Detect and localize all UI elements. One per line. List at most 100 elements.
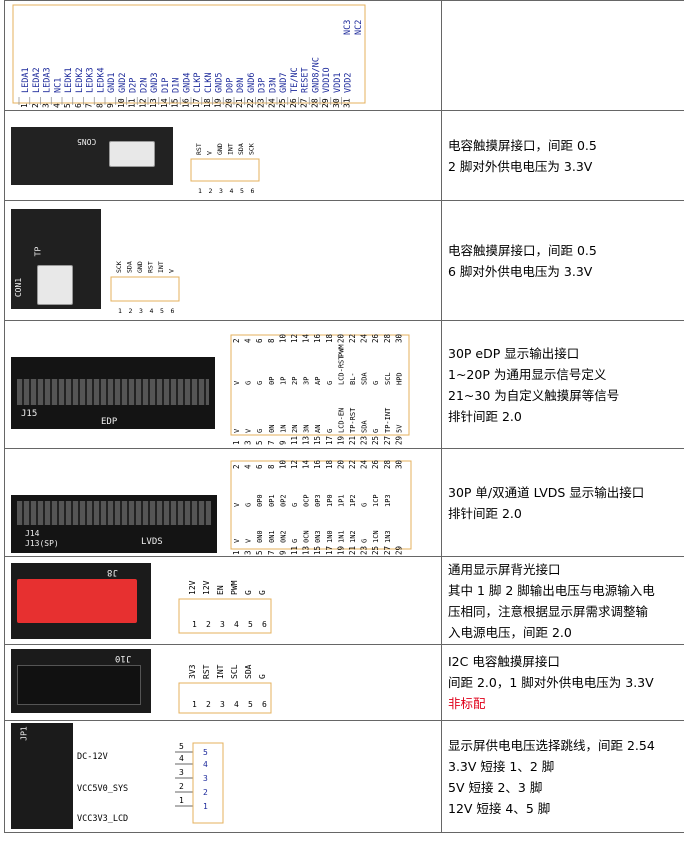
pin-number: 4: [52, 103, 61, 108]
pin-number-blue: 2: [203, 788, 208, 797]
desc-line: 12V 短接 4、5 脚: [448, 800, 551, 816]
pin-label: D2N: [139, 78, 149, 93]
pin-number: 26: [289, 98, 298, 108]
pin-number: 1: [179, 796, 184, 805]
pin-number: 15: [313, 546, 322, 555]
pin-number: 2: [206, 620, 211, 629]
pin-number: 5: [255, 440, 264, 445]
pin-label: G: [372, 429, 380, 433]
pin-label: 1P1: [337, 494, 345, 507]
pin-label: D1N: [172, 78, 182, 93]
pin-label: 0P0: [256, 494, 264, 507]
silk-con1: CON1: [14, 277, 24, 298]
pcb-photo-con5: CON5: [11, 127, 173, 185]
red-connector: [17, 579, 137, 623]
pin-label: LEDA2: [32, 67, 42, 93]
pin-number: 19: [214, 98, 223, 108]
pin-label: 1N0: [326, 530, 334, 543]
pin-number: 23: [360, 546, 369, 555]
pin-label: V: [245, 538, 253, 543]
pin-label: SDA: [244, 664, 253, 679]
pin-number: 12: [290, 460, 299, 469]
pin-label: SDA: [361, 372, 369, 385]
pin-label: G: [361, 503, 369, 507]
row5-desc: 30P 单/双通道 LVDS 显示输出接口排针间距 2.0: [441, 448, 684, 557]
pin-number: 6: [262, 700, 267, 709]
pcb-photo-con1: TP CON1: [11, 209, 101, 309]
pin-label: SDA: [126, 261, 134, 273]
pin-label: 1P3: [384, 494, 392, 507]
pin-label: D3N: [268, 78, 278, 93]
desc-line: 排针间距 2.0: [448, 505, 522, 521]
pin-label: NC1: [53, 78, 63, 93]
pin-number: 30: [332, 98, 341, 108]
pin-number: 4: [230, 187, 234, 195]
pin-number: 7: [267, 550, 276, 555]
desc-line: 电容触摸屏接口，间距 0.5: [448, 242, 597, 258]
pin-label: 0N3: [314, 530, 322, 543]
pin-label: RST: [195, 143, 203, 155]
pin-number: 16: [313, 459, 322, 469]
pin-number: 28: [310, 98, 319, 108]
pin-label: 0P2: [279, 494, 287, 507]
pin-label: 2N: [291, 425, 299, 433]
pin-number: 9: [278, 440, 287, 445]
pin-number: 23: [257, 98, 266, 108]
pin-number: 11: [128, 98, 137, 108]
pcb-photo-j10: J10: [11, 649, 151, 713]
pcb-photo-j8: J8: [11, 563, 151, 639]
pin-label: GND4: [182, 73, 192, 93]
net-label-vcc3v3: VCC3V3_LCD: [77, 814, 128, 824]
desc-line: 通用显示屏背光接口: [448, 561, 561, 577]
pin-number: 17: [325, 436, 334, 445]
pin-label: PWM: [230, 580, 239, 595]
pin-number: 2: [179, 782, 184, 791]
desc-line: I2C 电容触摸屏接口: [448, 654, 560, 669]
pin-number: 3: [244, 440, 253, 445]
pin-number: 8: [267, 338, 276, 343]
pin-number: 6: [171, 307, 175, 315]
pin-number: 22: [348, 334, 357, 343]
pin-number: 20: [336, 459, 345, 469]
pin-label: GND: [216, 143, 224, 155]
pcb-photo-lvds: J14 J13(SP) LVDS: [11, 495, 217, 553]
pin-label: SCL: [230, 664, 239, 679]
pin-number: 30: [394, 459, 403, 469]
pin-label: 0P1: [268, 494, 276, 507]
pin-label: 1N: [279, 425, 287, 433]
pin-number: 21: [348, 436, 357, 445]
pin-number: 5: [240, 187, 244, 195]
desc-line: 30P eDP 显示输出接口: [448, 345, 580, 361]
pin-number: 5: [160, 307, 164, 315]
pin-number-blue: 4: [203, 760, 208, 769]
pin-label: SDA: [237, 143, 245, 155]
pin-label: RESET: [301, 67, 311, 93]
pin-number: 15: [313, 436, 322, 445]
pin-label: LEDK4: [96, 67, 106, 93]
desc-line: 3.3V 短接 1、2 脚: [448, 758, 555, 774]
pin-label: V: [168, 269, 176, 273]
pin-label: 12V: [202, 580, 211, 595]
pin-number: 2: [31, 103, 40, 108]
pin-label: GND6: [247, 73, 257, 93]
pin-number: 6: [255, 464, 264, 469]
pin-label: RST: [202, 664, 211, 679]
silk-con5: CON5: [77, 137, 97, 146]
pin-number: 6: [251, 187, 255, 195]
pin-label: G: [258, 674, 267, 679]
pwm-label: PWM: [337, 344, 345, 357]
pin-label: HPD: [395, 372, 403, 385]
pin-number: 5: [63, 103, 72, 108]
pin-label: G: [361, 539, 369, 543]
desc-line: 2 脚对外供电电压为 3.3V: [448, 158, 593, 174]
pin-number: 16: [181, 98, 190, 108]
row1-desc: [441, 0, 684, 111]
pin-number: 7: [85, 103, 94, 108]
pin-number: 20: [336, 333, 345, 343]
